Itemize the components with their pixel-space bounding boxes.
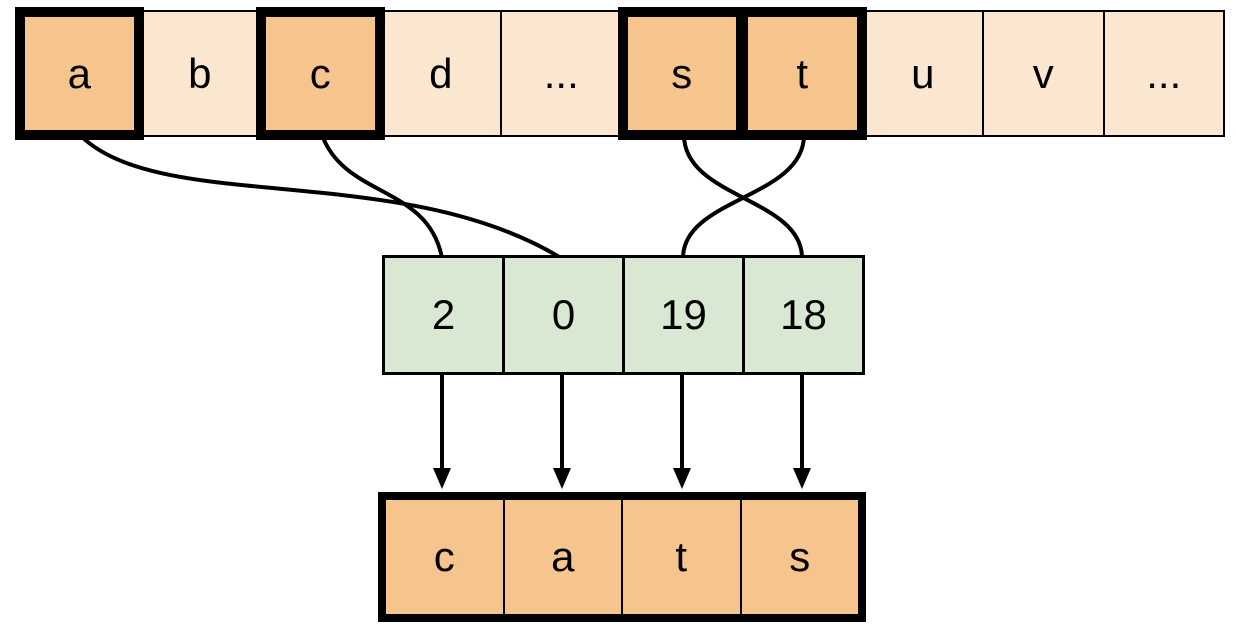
index-cell-0: 0	[502, 255, 625, 375]
index-row: 2 0 19 18	[382, 255, 865, 375]
output-cell-s: s	[739, 498, 860, 616]
alphabet-cell-a: a	[18, 10, 141, 137]
alphabet-cell-d: d	[379, 10, 502, 137]
index-cell-2: 2	[382, 255, 505, 375]
alphabet-cell-v: v	[982, 10, 1105, 137]
alphabet-cell-ellipsis1: ...	[500, 10, 623, 137]
edge-t-to-19	[681, 134, 806, 259]
arrow-2-to-c	[433, 373, 451, 489]
output-cell-a: a	[502, 498, 623, 616]
edge-c-to-2	[320, 134, 444, 259]
alphabet-cell-c: c	[259, 10, 382, 137]
arrow-0-to-a	[553, 373, 571, 489]
arrow-19-to-t	[673, 373, 691, 489]
alphabet-cell-b: b	[138, 10, 261, 137]
index-cell-18: 18	[742, 255, 865, 375]
alphabet-cell-ellipsis2: ...	[1102, 10, 1225, 137]
alphabet-cell-u: u	[861, 10, 984, 137]
alphabet-cell-s: s	[620, 10, 743, 137]
edge-a-to-0	[78, 133, 563, 260]
arrow-18-to-s	[793, 373, 811, 489]
output-cell-c: c	[384, 498, 505, 616]
index-cell-19: 19	[622, 255, 745, 375]
output-row: c a t s	[378, 492, 866, 622]
alphabet-row: a b c d ... s t u v ...	[18, 10, 1225, 137]
alphabet-cell-t: t	[741, 10, 864, 137]
output-cell-t: t	[621, 498, 742, 616]
